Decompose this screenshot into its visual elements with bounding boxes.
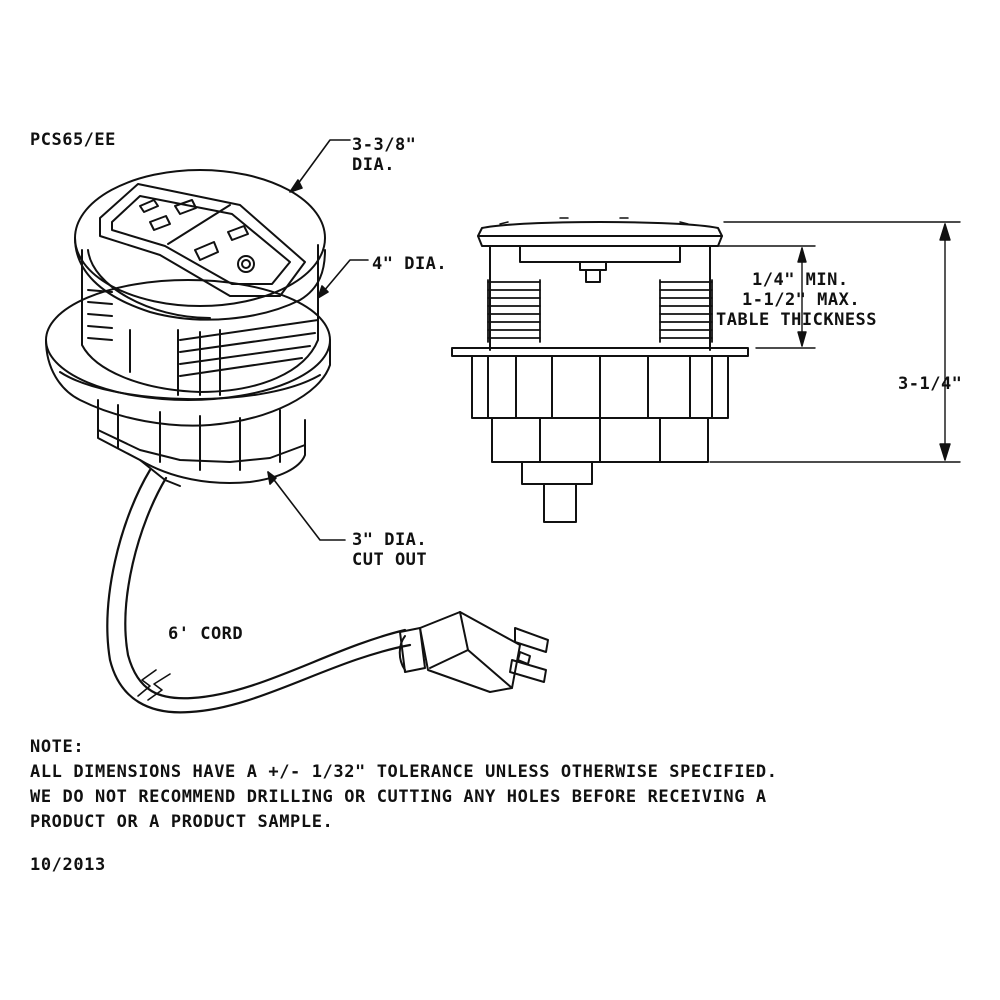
cord-length-label: 6' CORD — [168, 624, 244, 644]
lower-housing — [97, 399, 306, 487]
overall-height-label: 3-1/4" — [898, 374, 963, 394]
max-thickness-label: 1-1/2" MAX. — [742, 290, 861, 310]
power-cord — [106, 468, 412, 714]
model-number: PCS65/EE — [30, 130, 116, 150]
elev-flange — [451, 347, 749, 357]
elev-spring-right — [659, 279, 713, 343]
elev-top-cap — [477, 217, 723, 247]
top-cap — [74, 169, 326, 321]
top-diameter-label: 3-3/8" — [352, 135, 417, 155]
isometric-view — [45, 139, 549, 714]
min-thickness-label: 1/4" MIN. — [752, 270, 849, 290]
elevation-view — [451, 217, 961, 523]
flange-diameter-label: 4" DIA. — [372, 254, 448, 274]
threaded-barrel — [81, 244, 319, 396]
elev-spring-left — [487, 279, 541, 343]
flange — [45, 279, 331, 427]
note-line-3: PRODUCT OR A PRODUCT SAMPLE. — [30, 812, 334, 832]
elev-lower-housing — [471, 355, 729, 523]
cutout-label: CUT OUT — [352, 550, 428, 570]
revision-date: 10/2013 — [30, 855, 106, 875]
plug — [398, 611, 549, 693]
top-diameter-unit: DIA. — [352, 155, 395, 175]
iso-leaders — [267, 139, 369, 541]
note-line-2: WE DO NOT RECOMMEND DRILLING OR CUTTING … — [30, 787, 767, 807]
elev-dimensions — [699, 221, 961, 463]
cutout-diameter-label: 3" DIA. — [352, 530, 428, 550]
table-thickness-label: TABLE THICKNESS — [716, 310, 878, 330]
receptacle-face — [99, 183, 306, 297]
note-line-1: ALL DIMENSIONS HAVE A +/- 1/32" TOLERANC… — [30, 762, 778, 782]
note-heading: NOTE: — [30, 737, 85, 757]
